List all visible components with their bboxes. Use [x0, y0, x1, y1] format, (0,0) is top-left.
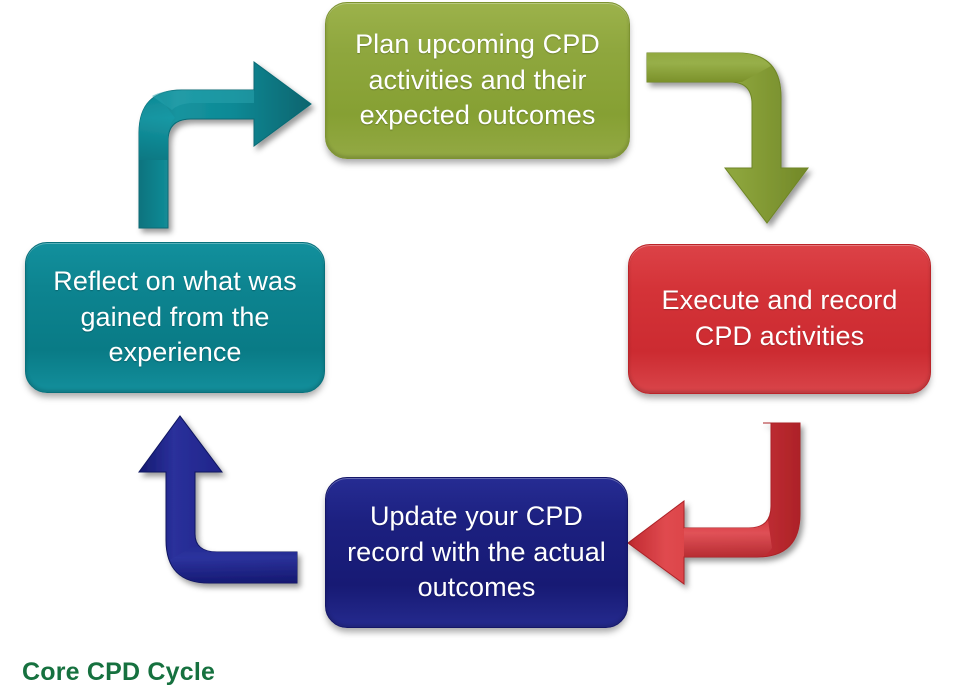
node-reflect-label: Reflect on what was gained from the expe…	[53, 266, 297, 368]
node-execute-label: Execute and record CPD activities	[661, 285, 898, 351]
bent-arrow-up-icon	[138, 415, 298, 584]
bent-arrow-right-icon	[138, 61, 312, 229]
node-update-label: Update your CPD record with the actual o…	[347, 501, 606, 603]
node-plan-label: Plan upcoming CPD activities and their e…	[355, 29, 600, 131]
bent-arrow-down-icon	[646, 52, 809, 224]
node-execute[interactable]: Execute and record CPD activities	[628, 244, 931, 394]
bent-arrow-left-icon	[627, 422, 801, 585]
diagram-caption: Core CPD Cycle	[22, 658, 216, 686]
node-reflect[interactable]: Reflect on what was gained from the expe…	[25, 242, 325, 393]
node-plan[interactable]: Plan upcoming CPD activities and their e…	[325, 2, 630, 159]
node-update[interactable]: Update your CPD record with the actual o…	[325, 477, 628, 628]
